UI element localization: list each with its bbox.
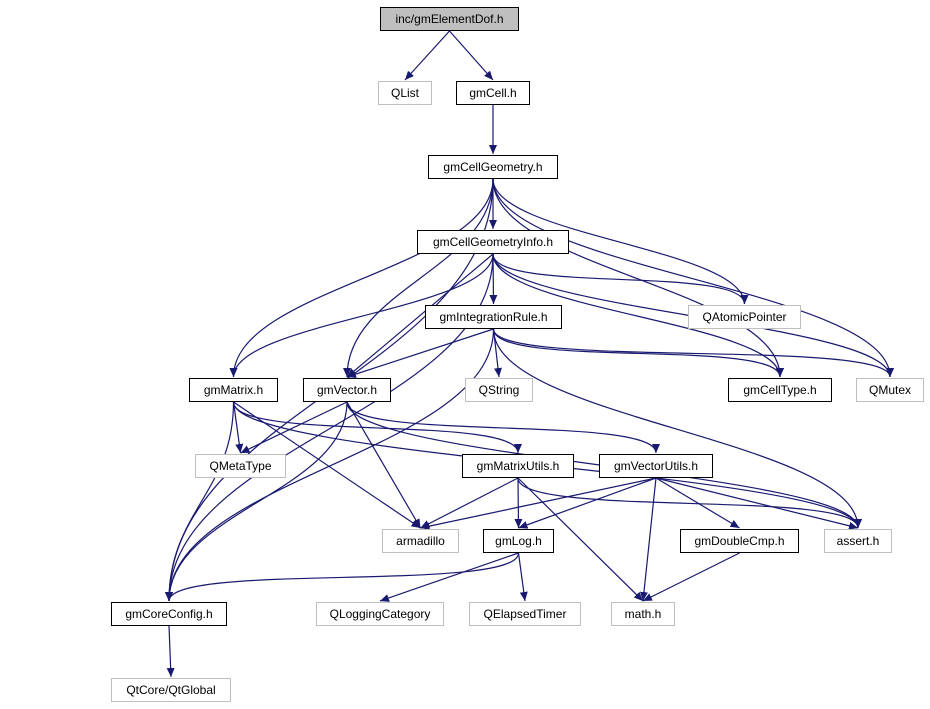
edge-gmlog-to-coreconfig: [165, 552, 520, 602]
edge-cellgeom-to-celltype: [492, 178, 784, 378]
edge-vector-to-coreconfig: [165, 401, 348, 602]
node-qatomicpointer: QAtomicPointer: [688, 305, 801, 329]
edge-integrule-to-qmutex: [492, 328, 894, 378]
edge-vectorutils-to-doublecmp: [655, 477, 740, 529]
edge-vectorutils-to-armadillo: [420, 477, 657, 531]
edge-matrixutils-to-math: [517, 477, 644, 602]
edge-integrule-to-celltype: [492, 328, 784, 378]
node-qmetatype: QMetaType: [195, 454, 286, 478]
node-gmlog[interactable]: gmLog.h: [483, 529, 554, 553]
node-gmcoreconfig[interactable]: gmCoreConfig.h: [111, 602, 227, 626]
node-qtcore-qtglobal: QtCore/QtGlobal: [111, 678, 231, 702]
edge-cellgeom-to-qmutex: [492, 178, 894, 378]
edge-cellgeom-to-qatomic: [492, 178, 749, 305]
edge-matrixutils-to-gmlog: [514, 477, 523, 529]
edge-matrix-to-coreconfig: [165, 401, 235, 602]
edge-vectorutils-to-gmlog: [518, 477, 657, 529]
edge-matrix-to-qmetatype: [232, 401, 244, 454]
node-assert: assert.h: [824, 529, 892, 553]
edge-cellgeominfo-to-qatomic: [492, 253, 749, 305]
node-qstring: QString: [465, 378, 533, 402]
node-armadillo: armadillo: [382, 529, 459, 553]
node-gmcellgeometryinfo[interactable]: gmCellGeometryInfo.h: [417, 230, 569, 254]
node-gmmatrixutils[interactable]: gmMatrixUtils.h: [462, 454, 574, 478]
edge-gmlog-to-qelapsed: [517, 552, 528, 602]
edge-integrule-to-vector: [346, 328, 494, 378]
node-gmdoublecmp[interactable]: gmDoubleCmp.h: [680, 529, 799, 553]
node-qlist: QList: [378, 81, 432, 105]
edge-root-to-qlist: [404, 30, 450, 81]
edge-doublecmp-to-math: [642, 552, 740, 602]
edge-cellgeom-to-vector: [343, 178, 494, 378]
edge-gmlog-to-qlogging: [379, 552, 519, 602]
node-gmintegrationrule[interactable]: gmIntegrationRule.h: [425, 305, 562, 329]
node-gmcelltype[interactable]: gmCellType.h: [728, 378, 832, 402]
node-root-gmelementdof: inc/gmElementDof.h: [380, 7, 519, 31]
edge-cellgeom-to-matrix: [229, 178, 494, 378]
node-gmcellgeometry[interactable]: gmCellGeometry.h: [428, 155, 558, 179]
edge-cellgeominfo-to-matrix: [229, 253, 494, 378]
node-gmmatrix[interactable]: gmMatrix.h: [189, 378, 278, 402]
edge-cellgeominfo-to-vector: [346, 253, 494, 378]
edge-vectorutils-to-math: [639, 477, 657, 602]
node-math: math.h: [611, 602, 675, 626]
edge-matrixutils-to-armadillo: [420, 477, 519, 529]
node-qelapsedtimer: QElapsedTimer: [469, 602, 581, 626]
edge-vector-to-armadillo: [346, 401, 422, 529]
edge-matrixutils-to-assert: [517, 477, 862, 529]
edge-root-to-gmcell: [449, 30, 494, 81]
edge-integrule-to-assert: [492, 328, 862, 529]
edge-integrule-to-coreconfig: [165, 328, 495, 602]
edge-matrix-to-matrixutils: [232, 401, 522, 454]
node-gmvector[interactable]: gmVector.h: [303, 378, 391, 402]
edge-vectorutils-to-assert: [655, 477, 859, 530]
node-qloggingcategory: QLoggingCategory: [316, 602, 444, 626]
node-gmvectorutils[interactable]: gmVectorUtils.h: [599, 454, 713, 478]
node-gmcell[interactable]: gmCell.h: [456, 81, 530, 105]
edge-coreconfig-to-qtglobal: [166, 625, 175, 678]
node-qmutex: QMutex: [856, 378, 924, 402]
edge-vector-to-qmetatype: [240, 401, 348, 454]
edge-vector-to-vectorutils: [346, 401, 660, 454]
edge-cellgeominfo-to-celltype: [492, 253, 784, 378]
